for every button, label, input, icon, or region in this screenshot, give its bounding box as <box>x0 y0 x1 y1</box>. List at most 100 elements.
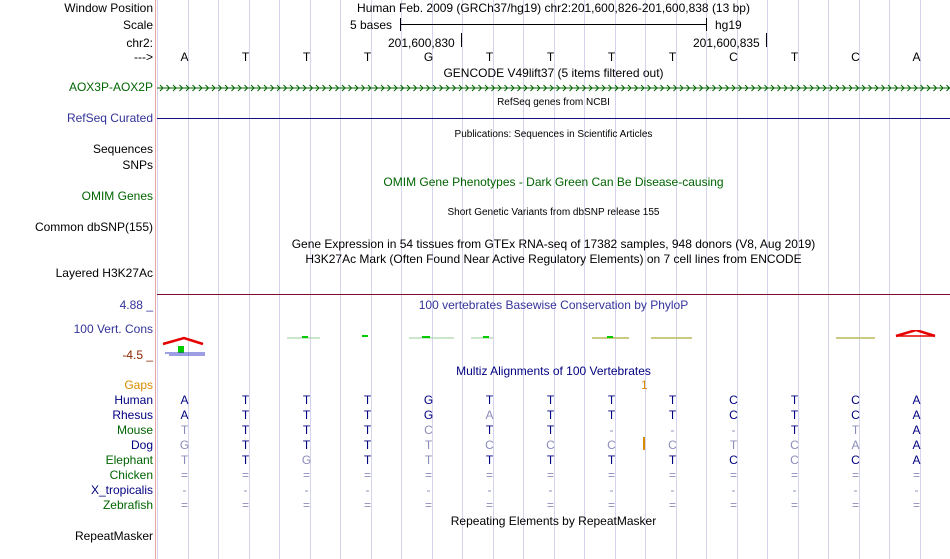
alignment-base: - <box>548 483 553 497</box>
multiz-title[interactable]: Multiz Alignments of 100 Vertebrates <box>456 364 651 378</box>
track-label-aox3p[interactable]: AOX3P-AOX2P <box>68 80 153 94</box>
strand-chevron <box>250 84 255 92</box>
strand-chevron <box>855 84 860 92</box>
alignment-base: A <box>180 393 189 407</box>
alignment-base: T <box>241 393 250 407</box>
strand-chevron <box>263 84 268 92</box>
aox3p-gene-feature[interactable] <box>157 80 950 96</box>
strand-chevron <box>172 84 177 92</box>
alignment-base: C <box>729 453 738 467</box>
strand-chevron <box>179 84 184 92</box>
gridline <box>584 0 585 559</box>
phylop-title[interactable]: 100 vertebrates Basewise Conservation by… <box>418 298 689 312</box>
alignment-base: - <box>365 483 370 497</box>
alignment-base: = <box>424 468 432 482</box>
dog-gap-marker <box>643 437 645 450</box>
gtex-title[interactable]: Gene Expression in 54 tissues from GTEx … <box>291 237 816 251</box>
alignment-base: = <box>241 498 249 512</box>
track-label-sequences[interactable]: Sequences <box>92 142 153 156</box>
gridline <box>157 0 158 559</box>
gridline <box>675 0 677 559</box>
alignment-base: = <box>180 468 188 482</box>
alignment-base: = <box>912 468 920 482</box>
track-label-omim[interactable]: OMIM Genes <box>81 189 153 203</box>
strand-chevron <box>653 84 658 92</box>
alignment-base: C <box>729 408 738 422</box>
strand-chevron <box>621 84 626 92</box>
alignment-base: T <box>790 393 799 407</box>
strand-chevron <box>803 84 808 92</box>
strand-chevron <box>491 84 496 92</box>
repeatmasker-title[interactable]: Repeating Elements by RepeatMasker <box>450 514 657 528</box>
strand-chevron <box>393 84 398 92</box>
dbsnp-title[interactable]: Short Genetic Variants from dbSNP releas… <box>447 207 660 218</box>
strand-chevron <box>764 84 769 92</box>
track-label-common-dbsnp[interactable]: Common dbSNP(155) <box>34 220 153 234</box>
alignment-base: T <box>363 408 372 422</box>
track-label-refseq[interactable]: RefSeq Curated <box>66 111 153 125</box>
alignment-base: C <box>851 408 860 422</box>
strand-chevron <box>452 84 457 92</box>
gridline <box>370 0 372 559</box>
phylop-conservation-graph[interactable] <box>157 330 950 360</box>
alignment-base: = <box>241 468 249 482</box>
track-label-snps[interactable]: SNPs <box>122 158 153 172</box>
strand-chevron <box>159 84 164 92</box>
alignment-base: T <box>424 438 433 452</box>
strand-chevron <box>712 84 717 92</box>
alignment-base: - <box>914 483 919 497</box>
gencode-title[interactable]: GENCODE V49lift37 (5 items filtered out) <box>443 66 664 80</box>
gridline <box>248 0 250 559</box>
alignment-base: - <box>853 483 858 497</box>
refseq-gene-line[interactable] <box>157 118 950 119</box>
strand-chevron <box>725 84 730 92</box>
alignment-base: = <box>424 498 432 512</box>
strand-chevron <box>939 84 944 92</box>
gridline <box>553 0 555 559</box>
omim-title[interactable]: OMIM Gene Phenotypes - Dark Green Can Be… <box>383 175 724 189</box>
strand-chevron <box>374 84 379 92</box>
strand-chevron <box>549 84 554 92</box>
track-label-repeatmasker[interactable]: RepeatMasker <box>74 529 153 543</box>
phylop-peak-left <box>162 336 204 346</box>
strand-chevron <box>562 84 567 92</box>
strand-chevron <box>575 84 580 92</box>
coord-left-tick <box>461 33 462 47</box>
gridline <box>401 0 402 559</box>
track-label-layered-h3k27ac[interactable]: Layered H3K27Ac <box>55 266 153 280</box>
refseq-title[interactable]: RefSeq genes from NCBI <box>497 97 610 108</box>
gridline <box>797 0 799 559</box>
alignment-base: G <box>301 453 312 467</box>
strand-chevron <box>790 84 795 92</box>
alignment-base: G <box>179 438 190 452</box>
window-position-label: Window Position <box>64 1 153 15</box>
strand-chevron <box>205 84 210 92</box>
gaps-label: Gaps <box>124 378 153 392</box>
alignment-base: T <box>546 423 555 437</box>
strand-chevron <box>497 84 502 92</box>
h3k27ac-title[interactable]: H3K27Ac Mark (Often Found Near Active Re… <box>305 252 802 266</box>
alignment-base: G <box>423 393 434 407</box>
strand-chevron <box>478 84 483 92</box>
phylop-peak-right <box>895 330 936 338</box>
strand-chevron <box>432 84 437 92</box>
species-label: Chicken <box>109 468 153 482</box>
strand-chevron <box>777 84 782 92</box>
base-letter: C <box>729 50 738 64</box>
track-label-100-vert-cons[interactable]: 100 Vert. Cons <box>73 322 153 336</box>
strand-chevron <box>328 84 333 92</box>
strand-chevron <box>367 84 372 92</box>
species-label: Dog <box>130 438 153 452</box>
species-label: Elephant <box>105 453 153 467</box>
alignment-base: T <box>607 408 616 422</box>
alignment-base: A <box>912 423 921 437</box>
strand-chevron <box>211 84 216 92</box>
strand-chevron <box>237 84 242 92</box>
alignment-base: - <box>609 483 614 497</box>
alignment-base: = <box>912 498 920 512</box>
strand-chevron <box>744 84 749 92</box>
publications-title[interactable]: Publications: Sequences in Scientific Ar… <box>454 129 653 140</box>
alignment-base: T <box>790 408 799 422</box>
phylop-min-label: -4.5 _ <box>122 348 153 362</box>
